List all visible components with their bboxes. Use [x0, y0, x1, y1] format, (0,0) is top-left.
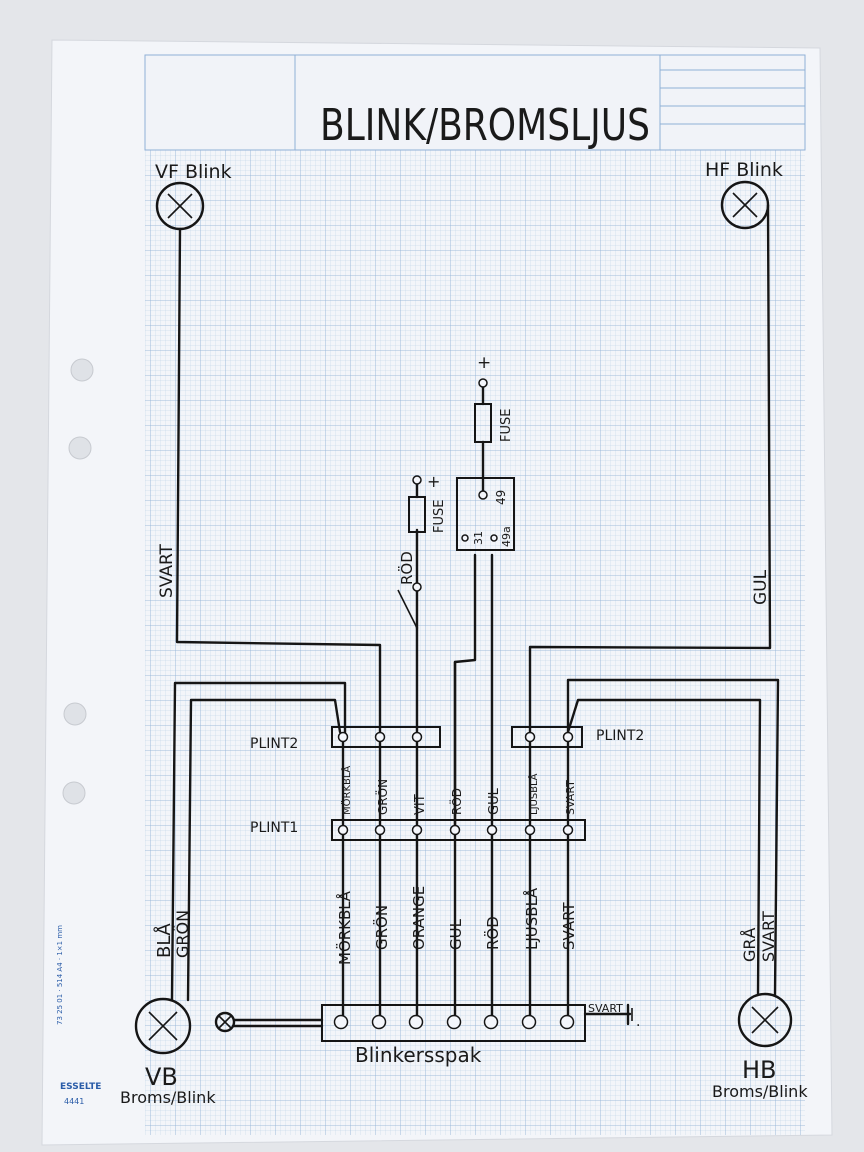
- fuse-2-plus: +: [477, 353, 491, 373]
- lamp-hb-sublabel: Broms/Blink: [712, 1082, 808, 1101]
- vb-wire-1-label: BLÅ: [153, 923, 175, 958]
- svart-out-label: SVART: [588, 1002, 623, 1015]
- vf-wire-label: SVART: [157, 543, 177, 598]
- fuse-1-plus: +: [427, 472, 440, 491]
- ground-dot: .: [636, 1014, 640, 1030]
- plint1-wire-label: GUL: [487, 787, 502, 815]
- lamp-vf-label: VF Blink: [155, 161, 232, 183]
- switch-wire-label: SVART: [560, 902, 578, 950]
- relay-pin-31: 31: [472, 531, 485, 545]
- vb-wire-2-label: GRÖN: [173, 910, 192, 958]
- punch-hole: [62, 781, 86, 805]
- rod-feed-label: RÖD: [397, 551, 416, 585]
- switch-wire-label: GUL: [447, 918, 465, 950]
- hb-wire-2-label: SVART: [759, 911, 778, 962]
- plint1-wire-label: MÖRKBLÅ: [340, 766, 353, 815]
- punch-hole: [68, 436, 92, 460]
- paper-number: 4441: [64, 1097, 84, 1106]
- switch-wire-label: GRÖN: [372, 905, 391, 950]
- switch-wire-label: ORANGE: [410, 886, 428, 950]
- plint2-right: [511, 726, 583, 748]
- wiring: [170, 203, 780, 1028]
- lamp-vb: [134, 997, 192, 1055]
- plint2-left-label: PLINT2: [250, 736, 298, 752]
- flasher-relay: [456, 477, 515, 551]
- hf-wire-label: GUL: [751, 569, 771, 605]
- lamp-hf-label: HF Blink: [705, 159, 783, 181]
- switch-wire-label: RÖD: [483, 916, 502, 950]
- diagram-title: BLINK/BROMSLJUS: [320, 100, 650, 151]
- paper-code: 73 25 01 · 514 A4 · 1×1 mm: [56, 925, 64, 1025]
- fuse-1: [408, 475, 426, 592]
- fuse-2-label: FUSE: [499, 409, 514, 442]
- switch-wire-label: MÖRKBLÅ: [335, 890, 354, 965]
- plint1-wire-label: GRÖN: [374, 779, 390, 815]
- blinker-switch: [321, 1004, 586, 1042]
- lamp-hb: [737, 992, 793, 1048]
- lamp-vb-sublabel: Broms/Blink: [120, 1088, 216, 1107]
- relay-pin-49: 49: [494, 490, 508, 505]
- punch-hole: [63, 702, 87, 726]
- hb-wire-1-label: GRÅ: [740, 927, 759, 962]
- plint1-wire-label: SVART: [564, 780, 577, 815]
- plint1-wire-label: RÖD: [448, 788, 464, 815]
- plint1-wire-label: LJUSBLÅ: [527, 773, 540, 815]
- plint1-label: PLINT1: [250, 820, 298, 836]
- lamp-vb-label: VB: [145, 1063, 178, 1091]
- switch-label: Blinkersspak: [355, 1043, 482, 1067]
- punch-hole: [70, 358, 94, 382]
- relay-pin-49a: 49a: [500, 526, 513, 547]
- plint2-right-label: PLINT2: [596, 728, 644, 744]
- lamp-hb-label: HB: [742, 1056, 777, 1084]
- plint2-left: [331, 726, 441, 748]
- paper-brand: ESSELTE: [60, 1082, 101, 1092]
- fuse-2: [474, 378, 492, 443]
- switch-wire-label: LJUSBLÅ: [522, 887, 541, 950]
- plint1: [331, 819, 586, 841]
- switch-lever-icon: [214, 1011, 236, 1033]
- plint1-wire-label: VIT: [413, 794, 428, 815]
- fuse-1-label: FUSE: [432, 500, 447, 533]
